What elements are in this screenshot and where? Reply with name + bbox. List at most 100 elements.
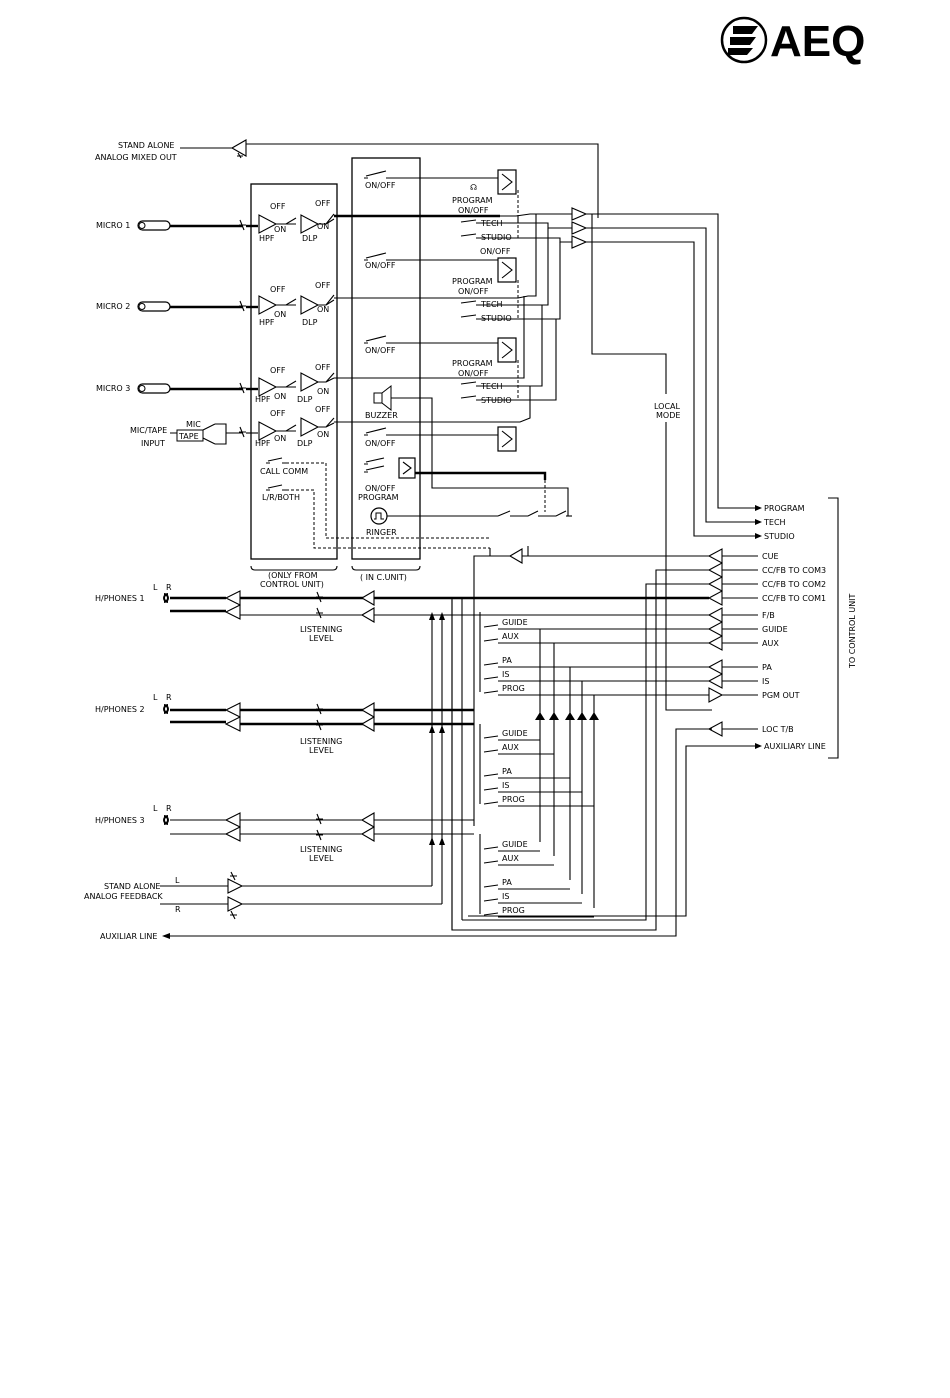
wire [230, 871, 237, 920]
wire [498, 850, 594, 918]
wire [318, 294, 335, 306]
listening-level-label-1: LISTENING [300, 625, 342, 634]
right-label: R [166, 693, 172, 702]
wire [500, 296, 525, 379]
shape [224, 812, 241, 828]
filter-block-box [250, 183, 338, 560]
outputs: PROGRAM TECH STUDIO CUE CC/FB TO COM3 CC… [170, 497, 857, 937]
left-label: L [153, 583, 158, 592]
stand-alone-out-label-1: STAND ALONE [118, 141, 174, 150]
on-off-program-switch [364, 457, 385, 473]
dlp-label: DLP [302, 318, 318, 327]
shape [549, 712, 559, 720]
hpf-label: HPF [255, 439, 271, 448]
wire [593, 694, 709, 908]
wire [483, 624, 499, 694]
to-program-amp [500, 213, 572, 217]
shape [707, 659, 723, 675]
sel-guide-label: GUIDE [502, 840, 528, 849]
on-off-program-label-2: PROGRAM [358, 493, 399, 502]
indicator-4 [497, 426, 517, 452]
cue-label: CUE [762, 552, 779, 561]
selector-group-3: GUIDE AUX PA IS PROG [479, 834, 594, 918]
ringer-label: RINGER [366, 528, 397, 537]
wire [483, 735, 499, 805]
micro-3-channel: MICRO 3 HPF OFF ON DLP OFF ON [96, 363, 500, 404]
off-label: OFF [270, 366, 286, 375]
mic-switch-label: MIC [186, 420, 201, 429]
feedback-label-2: ANALOG FEEDBACK [84, 892, 163, 901]
on-label: ON [317, 305, 329, 314]
wire [476, 228, 549, 306]
level-pot-icon [316, 813, 323, 841]
right-label: R [166, 804, 172, 813]
on-label: ON [274, 434, 286, 443]
aeq-emblem-icon [720, 16, 768, 64]
on-label: ON [317, 430, 329, 439]
wire [462, 583, 709, 921]
hpf-switch [276, 217, 297, 225]
mic-tape-switch [170, 423, 243, 445]
dlp-amp [300, 417, 320, 437]
receive-amps [707, 548, 724, 737]
on-off-label: ON/OFF [480, 247, 511, 256]
selector-group-2: GUIDE AUX PA IS PROG [479, 724, 594, 807]
shape [707, 673, 723, 689]
sel-prog-label: PROG [502, 906, 525, 915]
program-indicator [398, 457, 416, 479]
off-label: OFF [270, 202, 286, 211]
local-mode-label-1: LOCAL [654, 402, 681, 411]
shape [224, 702, 241, 718]
wire [476, 242, 561, 320]
guide-label: GUIDE [762, 625, 788, 634]
micro-3-label: MICRO 3 [96, 384, 130, 393]
sel-aux-label: AUX [502, 854, 519, 863]
shape [360, 716, 375, 732]
on-off-label: ON/OFF [365, 181, 396, 190]
on-label: ON [274, 310, 286, 319]
program-sum-amp [571, 207, 588, 221]
gain-pot-icon [239, 219, 246, 231]
listening-level-label-2: LEVEL [309, 746, 334, 755]
only-from-label-2: CONTROL UNIT) [260, 580, 324, 589]
off-label: OFF [315, 363, 331, 372]
loc-tb-label: LOC T/B [762, 725, 794, 734]
program-out-wire [586, 213, 755, 509]
mic-tape-label-1: MIC/TAPE [130, 426, 167, 435]
tape-box [176, 429, 204, 442]
wire [498, 628, 594, 696]
local-mode-wire [591, 214, 667, 394]
sel-guide-label: GUIDE [502, 729, 528, 738]
wire [276, 298, 297, 306]
studio-sum-amp [571, 235, 588, 249]
to-control-unit-brace [828, 497, 839, 759]
on-off-label: ON/OFF [365, 439, 396, 448]
sel-aux-label: AUX [502, 743, 519, 752]
listening-level-label-1: LISTENING [300, 845, 342, 854]
shape [707, 548, 723, 564]
feedback-label-1: STAND ALONE [104, 882, 160, 891]
sel-guide-label: GUIDE [502, 618, 528, 627]
off-label: OFF [315, 281, 331, 290]
shape [224, 826, 241, 842]
mic-tape-label-2: INPUT [141, 439, 165, 448]
shape [707, 590, 723, 606]
shape [755, 533, 762, 539]
wire [318, 417, 335, 428]
headphone-jack-icon [163, 593, 169, 603]
level-pot-icon [316, 591, 323, 619]
wire [468, 745, 755, 917]
wire [460, 219, 477, 237]
on-label: ON [274, 225, 286, 234]
call-comm-line [286, 462, 490, 539]
ringer-icon [370, 507, 388, 525]
wire [722, 555, 758, 730]
off-label: OFF [315, 405, 331, 414]
program-on-off-label-2: ON/OFF [458, 369, 489, 378]
dlp-label: DLP [297, 395, 313, 404]
on-label: ON [317, 387, 329, 396]
wire [569, 666, 709, 880]
sel-pa-label: PA [502, 656, 512, 665]
dlp-label: DLP [297, 439, 313, 448]
feedback-l-label: L [175, 876, 180, 885]
